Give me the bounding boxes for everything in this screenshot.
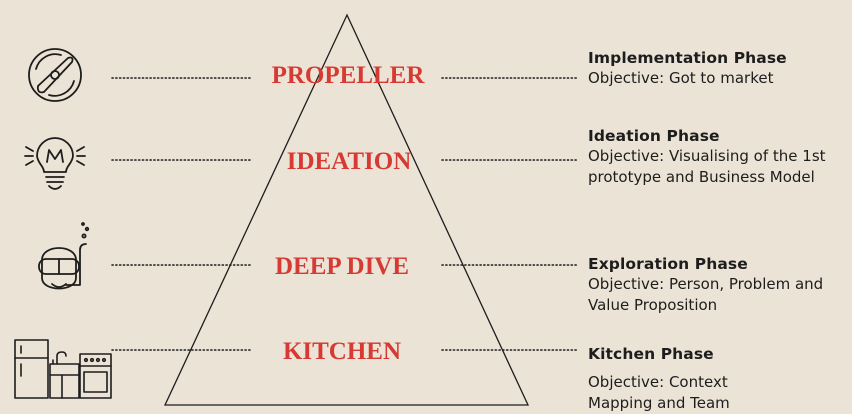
phase-title: Kitchen Phase [588, 345, 714, 363]
phase-objective: Objective: Person, Problem and Value Pro… [588, 275, 824, 314]
phase-objective: Objective: Context Mapping and Team [588, 373, 730, 412]
kitchen-icon [14, 339, 112, 399]
propeller-icon [28, 48, 82, 102]
phase-objective: Objective: Visualising of the 1st protot… [588, 147, 826, 186]
diver-icon [38, 222, 90, 290]
phase-title: Ideation Phase [588, 127, 720, 145]
phase-implementation: Implementation Phase Objective: Got to m… [588, 48, 850, 89]
level-label-propeller: PROPELLER [271, 62, 425, 89]
right-connectors [441, 77, 579, 351]
level-label-kitchen: KITCHEN [282, 338, 402, 365]
phase-kitchen: Kitchen Phase Objective: Context Mapping… [588, 344, 788, 414]
level-label-ideation: IDEATION [286, 148, 412, 175]
phase-ideation: Ideation Phase Objective: Visualising of… [588, 126, 850, 188]
lightbulb-icon [24, 137, 86, 190]
left-connectors [111, 77, 251, 351]
pyramid-outline [163, 13, 530, 406]
phase-objective: Objective: Got to market [588, 69, 774, 87]
phase-title: Implementation Phase [588, 49, 787, 67]
level-label-deep-dive: DEEP DIVE [274, 253, 410, 280]
phase-title: Exploration Phase [588, 255, 748, 273]
phase-exploration: Exploration Phase Objective: Person, Pro… [588, 254, 850, 316]
